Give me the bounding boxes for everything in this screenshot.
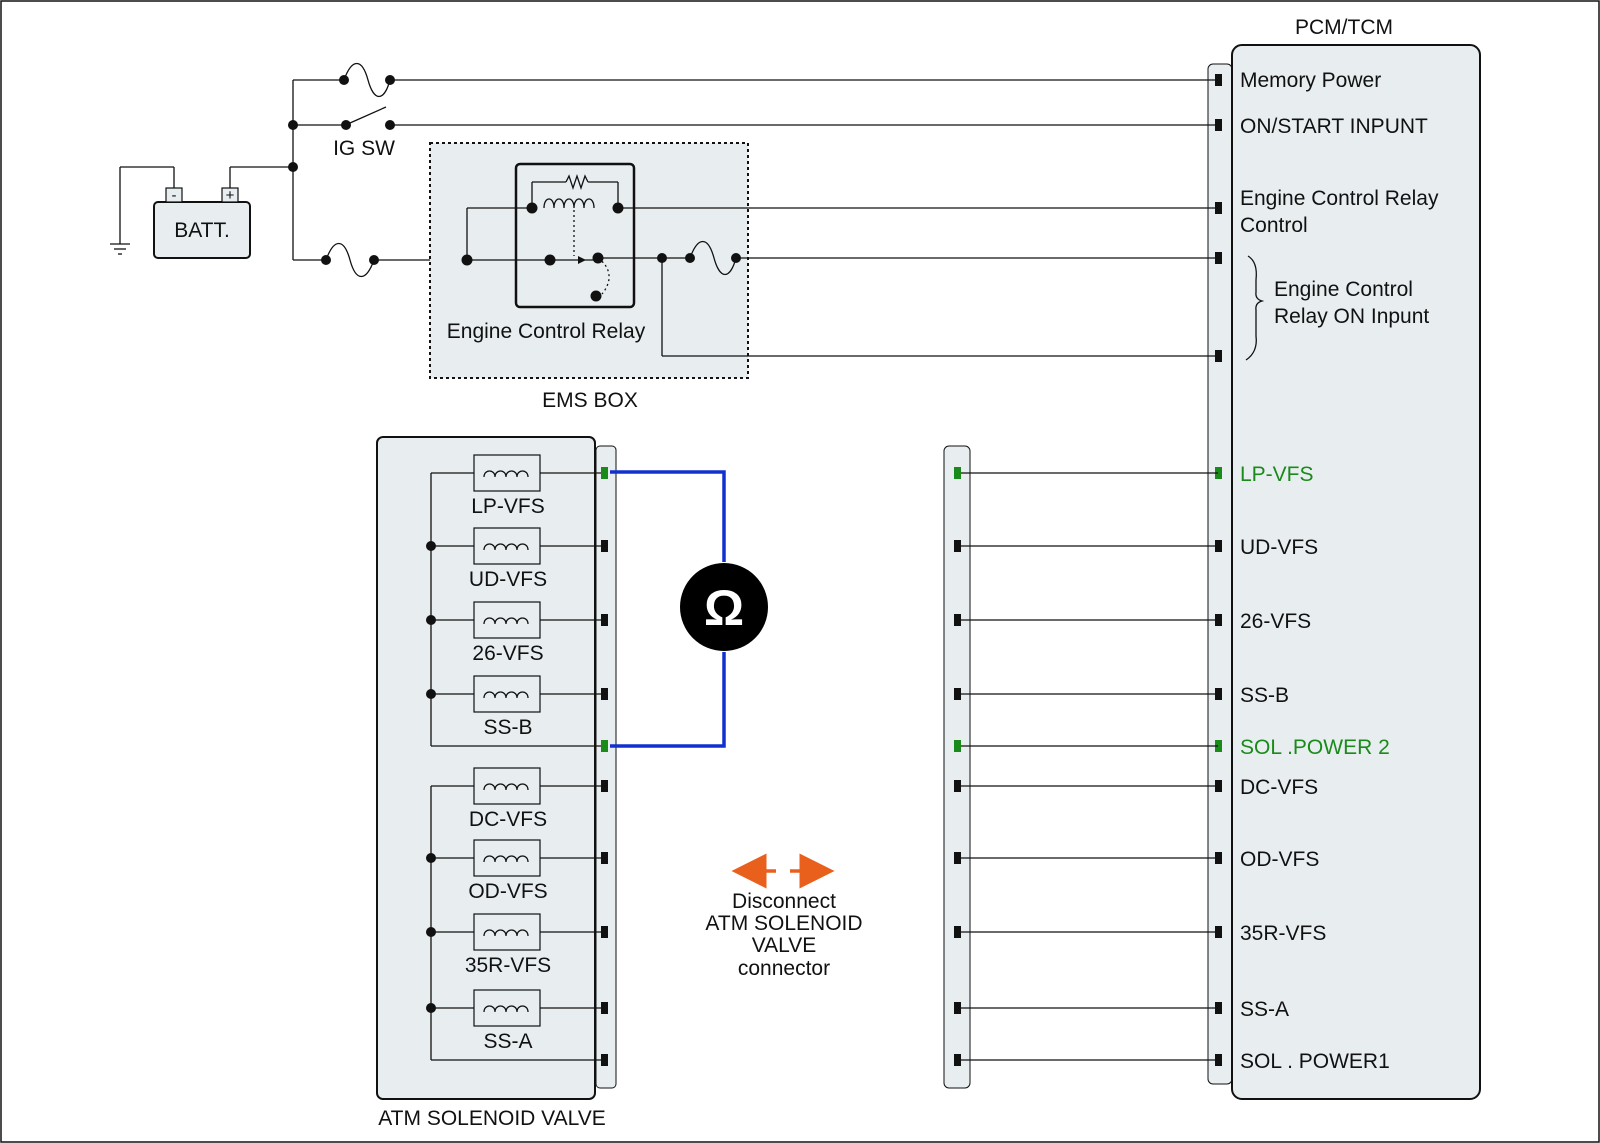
instruction-line: ATM SOLENOID	[705, 912, 862, 935]
battery-minus-sign: -	[172, 187, 177, 204]
harness-pin	[954, 852, 961, 864]
pcm-solenoid-pin-label: LP-VFS	[1240, 463, 1314, 486]
pcm-pin	[1215, 1054, 1222, 1066]
pcm-pin	[1215, 852, 1222, 864]
pcm-pin	[1215, 614, 1222, 626]
pcm-pin	[1215, 119, 1222, 131]
solenoid-label: DC-VFS	[469, 808, 547, 831]
solenoid-label: SS-A	[483, 1030, 532, 1053]
pcm-title: PCM/TCM	[1295, 16, 1393, 39]
fuse-icon	[343, 62, 391, 98]
valve-pin	[601, 740, 608, 752]
valve-pin	[601, 1054, 608, 1066]
pcm-pin-label: Relay ON Inpunt	[1274, 305, 1429, 328]
valve-pin	[601, 926, 608, 938]
pcm-pin-label: ON/START INPUNT	[1240, 115, 1428, 138]
pcm-solenoid-pin-label: 26-VFS	[1240, 610, 1311, 633]
ohm-symbol: Ω	[704, 580, 744, 636]
pcm-solenoid-pin-label: SS-A	[1240, 998, 1289, 1021]
engine-control-relay	[514, 162, 636, 309]
instruction-line: Disconnect	[732, 890, 836, 913]
pcm-pin	[1215, 540, 1222, 552]
solenoid-label: 26-VFS	[472, 642, 543, 665]
pcm-pin	[1215, 202, 1222, 214]
harness-pin	[954, 740, 961, 752]
pcm-pin-label: Memory Power	[1240, 69, 1381, 92]
ohmmeter-icon	[680, 563, 768, 651]
solenoid-label: SS-B	[483, 716, 532, 739]
solenoid-label: UD-VFS	[469, 568, 547, 591]
relay-coil-icon	[543, 198, 595, 209]
meter-lead-positive	[610, 470, 726, 562]
pcm-pin	[1215, 467, 1222, 479]
pcm-solenoid-pin-label: SOL . POWER1	[1240, 1050, 1390, 1073]
atm-valve-label: ATM SOLENOID VALVE	[378, 1107, 606, 1130]
harness-connector-strip	[943, 445, 971, 1089]
pcm-solenoid-pin-label: UD-VFS	[1240, 536, 1318, 559]
pcm-solenoid-pin-label: 35R-VFS	[1240, 922, 1326, 945]
pcm-pin	[1215, 688, 1222, 700]
pcm-pin	[1215, 350, 1222, 362]
instruction-line: connector	[738, 957, 830, 980]
valve-pin	[601, 780, 608, 792]
harness-pin	[954, 614, 961, 626]
battery-plus-terminal	[221, 187, 239, 203]
pcm-solenoid-pin-label: SS-B	[1240, 684, 1289, 707]
pcm-solenoid-pin-label: SOL .POWER 2	[1240, 736, 1390, 759]
pcm-solenoid-pin-label: OD-VFS	[1240, 848, 1319, 871]
meter-lead-negative	[610, 652, 726, 748]
valve-pin	[601, 852, 608, 864]
switch-terminal	[341, 120, 351, 130]
pcm-pin-label: Engine Control	[1274, 278, 1413, 301]
ems-box: EMS BOX Engine Control Relay	[429, 142, 1218, 412]
battery-minus-terminal	[165, 187, 183, 203]
valve-pin	[601, 467, 608, 479]
disconnect-instruction: Disconnect ATM SOLENOID VALVE connector	[705, 853, 863, 980]
battery-plus-sign: +	[226, 187, 235, 204]
harness-pin	[954, 467, 961, 479]
pcm-tcm-module: PCM/TCM Memory Power ON/START INPUNT Eng…	[1207, 16, 1481, 1100]
valve-pin	[601, 540, 608, 552]
harness-pin	[954, 1002, 961, 1014]
valve-pin	[601, 688, 608, 700]
battery	[153, 201, 251, 259]
pcm-pin	[1215, 926, 1222, 938]
pcm-pin-label: Engine Control Relay	[1240, 187, 1439, 210]
pcm-body	[1231, 44, 1481, 1100]
solenoid-label: OD-VFS	[468, 880, 547, 903]
switch-icon	[349, 106, 387, 124]
engine-control-relay-label: Engine Control Relay	[447, 320, 646, 343]
pcm-pin	[1215, 252, 1222, 264]
harness-pin	[954, 1054, 961, 1066]
harness-pin	[954, 780, 961, 792]
battery-label: BATT.	[174, 219, 230, 242]
pcm-solenoid-pin-label: DC-VFS	[1240, 776, 1318, 799]
ig-switch-label: IG SW	[333, 137, 395, 160]
valve-pin	[601, 614, 608, 626]
pcm-pin	[1215, 1002, 1222, 1014]
harness-pin	[954, 926, 961, 938]
harness-pin	[954, 688, 961, 700]
fuse-icon	[689, 240, 737, 276]
pcm-pin-label: Control	[1240, 214, 1308, 237]
ohmmeter: Ω	[610, 470, 768, 748]
power-wiring: IG SW - + BATT.	[110, 62, 1218, 278]
harness-pin	[954, 540, 961, 552]
resistor-icon	[565, 173, 589, 191]
harness-connector	[943, 445, 1218, 1089]
instruction-line: VALVE	[752, 934, 817, 957]
pcm-pin	[1215, 780, 1222, 792]
brace-bracket	[1245, 255, 1265, 361]
fuse-icon	[325, 242, 375, 278]
solenoid-label: LP-VFS	[471, 495, 545, 518]
pcm-pin	[1215, 74, 1222, 86]
valve-pin	[601, 1002, 608, 1014]
solenoid-label: 35R-VFS	[465, 954, 551, 977]
atm-solenoid-valve: ATM SOLENOID VALVE LP-VFS UD-VFS 26-VFS SS-…	[376, 436, 617, 1130]
pcm-pin	[1215, 740, 1222, 752]
ems-box-label: EMS BOX	[542, 389, 638, 412]
